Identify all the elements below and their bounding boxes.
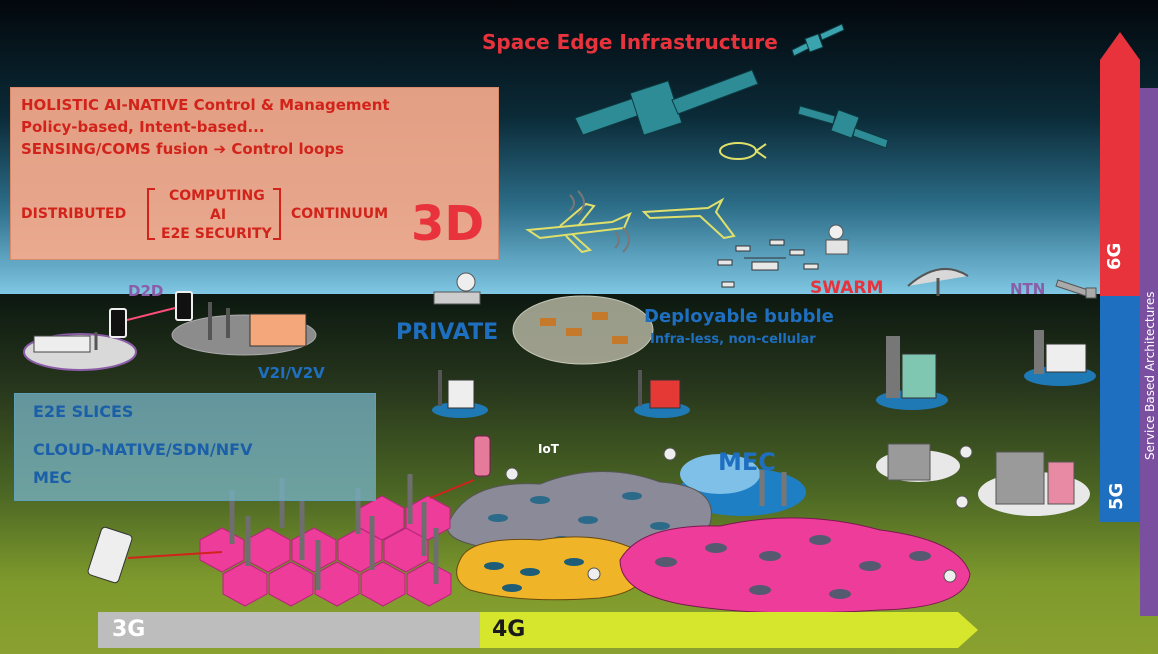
jet-outline-icon bbox=[641, 197, 736, 240]
signal-waves-icon bbox=[569, 190, 630, 253]
service-based-bar bbox=[1140, 88, 1158, 616]
computing-label: COMPUTING bbox=[169, 188, 265, 204]
distributed-label: DISTRIBUTED bbox=[21, 206, 127, 222]
core-network-pink bbox=[619, 517, 971, 614]
drone-plane-outline-icon bbox=[525, 202, 632, 254]
5g-label: 5G bbox=[1106, 482, 1127, 510]
space-edge-title: Space Edge Infrastructure bbox=[482, 30, 778, 54]
service-based-label: Service Based Architectures bbox=[1143, 291, 1157, 460]
3d-label: 3D bbox=[411, 196, 485, 252]
private-operator-icon bbox=[433, 272, 481, 305]
right-bracket bbox=[273, 188, 281, 240]
tower-site-stadium bbox=[1024, 330, 1096, 386]
swarm-label: SWARM bbox=[810, 278, 884, 298]
private-site-factory bbox=[432, 370, 488, 418]
5g-bar bbox=[1100, 296, 1140, 522]
e2e-slices-label: E2E SLICES bbox=[33, 402, 134, 421]
hex-cell-grid bbox=[199, 495, 452, 607]
continuum-label: CONTINUUM bbox=[291, 206, 389, 222]
private-site-hospital bbox=[634, 370, 690, 418]
left-bracket bbox=[147, 188, 155, 240]
4g-label: 4G bbox=[492, 617, 526, 642]
v2x-cloud bbox=[171, 302, 317, 356]
control-line-2: Policy-based, Intent-based... bbox=[21, 118, 265, 136]
balloon-outline-icon bbox=[719, 142, 767, 160]
smartwatch-device-icon bbox=[87, 526, 223, 584]
d2d-cloud bbox=[23, 332, 137, 371]
d2d-label: D2D bbox=[128, 282, 164, 300]
deployable-bubble-label: Deployable bubble bbox=[644, 306, 834, 327]
slices-box: E2E SLICES CLOUD-NATIVE/SDN/NFV MEC bbox=[14, 393, 376, 501]
cell-tower-group bbox=[229, 474, 439, 590]
operator-person-icon bbox=[505, 445, 973, 583]
control-management-box: HOLISTIC AI-NATIVE Control & Management … bbox=[10, 87, 499, 260]
deployable-bubble bbox=[512, 295, 654, 365]
4g-arrow bbox=[480, 612, 978, 648]
smartphone-icon bbox=[109, 291, 193, 338]
control-line-3: SENSING/COMS fusion ➔ Control loops bbox=[21, 140, 344, 158]
mec-label: MEC bbox=[718, 448, 776, 476]
operator-person-icon bbox=[825, 224, 849, 255]
satellite-dish-icon bbox=[907, 268, 969, 296]
data-center-cloud bbox=[876, 443, 1090, 516]
satellite-large-icon bbox=[574, 69, 759, 136]
v2i-v2v-label: V2I/V2V bbox=[258, 364, 325, 382]
mec-cloud bbox=[678, 454, 806, 516]
3g-bar bbox=[98, 612, 480, 648]
iot-label: IoT bbox=[538, 442, 559, 456]
ntn-satellite-icon bbox=[1055, 279, 1097, 299]
tower-site-energy bbox=[876, 336, 948, 410]
e2e-security-label: E2E SECURITY bbox=[161, 226, 272, 242]
drone-swarm-icon bbox=[717, 239, 819, 288]
6g-label: 6G bbox=[1104, 242, 1125, 270]
satellite-medium-icon bbox=[797, 105, 889, 149]
mec-box-label: MEC bbox=[33, 468, 72, 487]
cloud-native-label: CLOUD-NATIVE/SDN/NFV bbox=[33, 440, 253, 459]
3g-label: 3G bbox=[112, 617, 146, 642]
core-network-orange bbox=[456, 536, 646, 601]
ntn-label: NTN bbox=[1010, 280, 1046, 298]
6g-arrow bbox=[1100, 32, 1140, 296]
iot-sensor-icon bbox=[429, 435, 491, 499]
infra-less-label: Infra-less, non-cellular bbox=[650, 332, 816, 347]
private-label: PRIVATE bbox=[396, 320, 499, 345]
satellite-small-icon bbox=[791, 23, 845, 57]
ai-label: AI bbox=[210, 207, 227, 223]
control-line-1: HOLISTIC AI-NATIVE Control & Management bbox=[21, 96, 390, 114]
